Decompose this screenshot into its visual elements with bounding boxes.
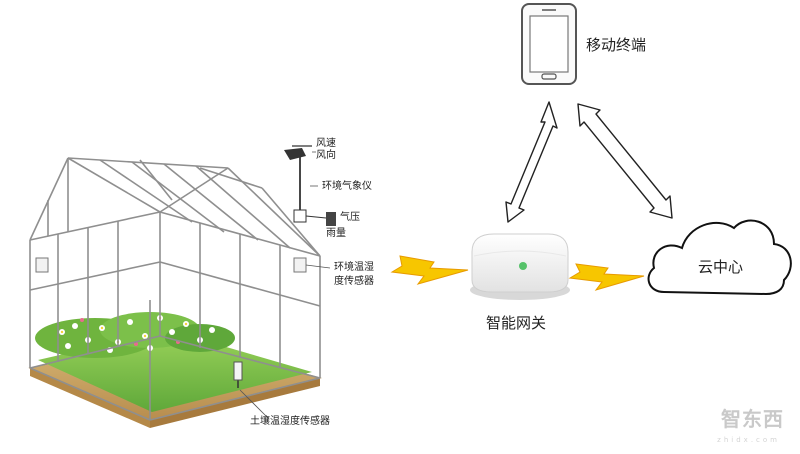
soil-base-front xyxy=(150,378,320,428)
label-env-sensor-line1: 环境温湿 xyxy=(334,262,374,273)
greenhouse xyxy=(28,145,336,428)
lightning-gateway-cloud xyxy=(568,263,645,291)
label-air-pressure: 气压 xyxy=(340,212,360,223)
soil-sensor xyxy=(233,361,269,419)
label-smart-gateway: 智能网关 xyxy=(486,314,547,332)
label-mobile-terminal: 移动终端 xyxy=(586,36,647,54)
flower-bed xyxy=(35,312,235,358)
label-wind-direction: 风向 xyxy=(316,150,336,161)
watermark-sub: zhidx.com xyxy=(717,436,780,444)
watermark-logo: 智东西 xyxy=(721,407,784,431)
left-wall-sensor xyxy=(35,257,49,273)
mobile-terminal-icon xyxy=(521,3,577,85)
label-rainfall: 雨量 xyxy=(326,228,346,239)
arrow-mobile-gateway xyxy=(505,101,558,223)
weather-station xyxy=(284,145,336,226)
greenhouse-frame xyxy=(29,157,321,421)
label-weather-station: 环境气象仪 xyxy=(322,181,372,192)
env-temp-humidity-sensor xyxy=(293,257,307,273)
label-cloud-center: 云中心 xyxy=(698,258,744,276)
label-env-sensor-line2: 度传感器 xyxy=(334,276,374,287)
smart-gateway-device xyxy=(470,233,570,300)
arrow-mobile-cloud xyxy=(577,103,673,219)
soil-base-side xyxy=(30,368,150,428)
gateway-led xyxy=(519,262,527,270)
lightning-greenhouse-gateway xyxy=(390,255,469,285)
label-soil-sensor: 土壤温湿度传感器 xyxy=(250,416,330,427)
cloud-center-icon xyxy=(647,219,792,296)
label-wind-speed: 风速 xyxy=(316,138,336,149)
